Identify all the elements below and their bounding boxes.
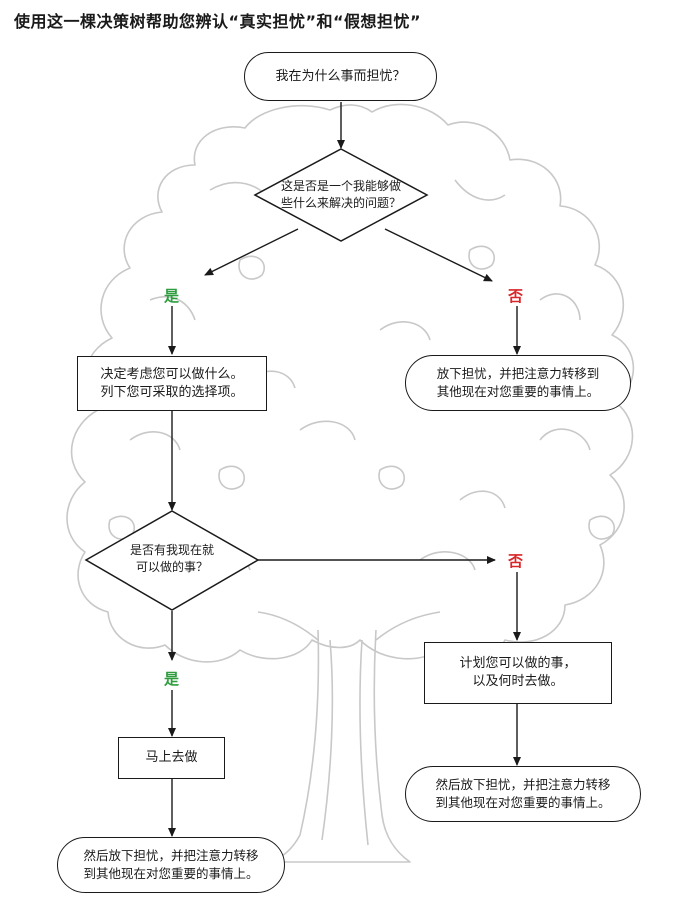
let-go-node-3: 然后放下担忧，并把注意力转移 到其他现在对您重要的事情上。: [405, 766, 641, 822]
let-go-1-line-2: 其他现在对您重要的事情上。: [436, 384, 600, 399]
decision-diamond-2: [84, 510, 260, 611]
decide-box: 决定考虑您可以做什么。 列下您可采取的选择项。: [77, 356, 267, 411]
connectors: [168, 102, 521, 837]
let-go-1-line-1: 放下担忧，并把注意力转移到: [436, 366, 600, 381]
start-node-text: 我在为什么事而担忧？: [275, 68, 406, 84]
page-title: 使用这一棵决策树帮助您辨认“真实担忧”和“假想担忧”: [14, 12, 422, 31]
start-node: 我在为什么事而担忧？: [244, 52, 437, 101]
yes-label-2: 是: [164, 670, 180, 688]
decision-1-text: 这是否是一个我能够做 些什么来解决的问题？: [266, 178, 416, 212]
do-now-text: 马上去做: [145, 750, 198, 765]
plan-box: 计划您可以做的事， 以及何时去做。: [424, 642, 612, 704]
decide-line-2: 列下您可采取的选择项。: [100, 384, 244, 400]
decision-2-line-2: 可以做的事？: [135, 560, 208, 574]
no-label-2: 否: [508, 552, 524, 570]
decision-1-line-2: 些什么来解决的问题？: [280, 196, 401, 210]
yes-label-1: 是: [164, 287, 180, 305]
do-now-box: 马上去做: [118, 737, 225, 779]
let-go-3-line-2: 到其他现在对您重要的事情上。: [435, 795, 611, 810]
let-go-2-line-1: 然后放下担忧，并把注意力转移: [83, 848, 259, 863]
let-go-node-1: 放下担忧，并把注意力转移到 其他现在对您重要的事情上。: [405, 355, 631, 411]
decision-diamond-1: [253, 148, 429, 242]
no-label-1: 否: [508, 287, 524, 305]
let-go-2-line-2: 到其他现在对您重要的事情上。: [83, 866, 259, 881]
let-go-node-2: 然后放下担忧，并把注意力转移 到其他现在对您重要的事情上。: [57, 837, 285, 893]
plan-line-2: 以及何时去做。: [472, 674, 564, 689]
decision-1-line-1: 这是否是一个我能够做: [280, 179, 401, 193]
let-go-3-line-1: 然后放下担忧，并把注意力转移: [435, 777, 611, 792]
decision-2-line-1: 是否有我现在就: [129, 543, 214, 557]
decide-line-1: 决定考虑您可以做什么。: [100, 366, 244, 382]
decision-2-text: 是否有我现在就 可以做的事？: [107, 542, 237, 576]
plan-line-1: 计划您可以做的事，: [459, 656, 577, 671]
